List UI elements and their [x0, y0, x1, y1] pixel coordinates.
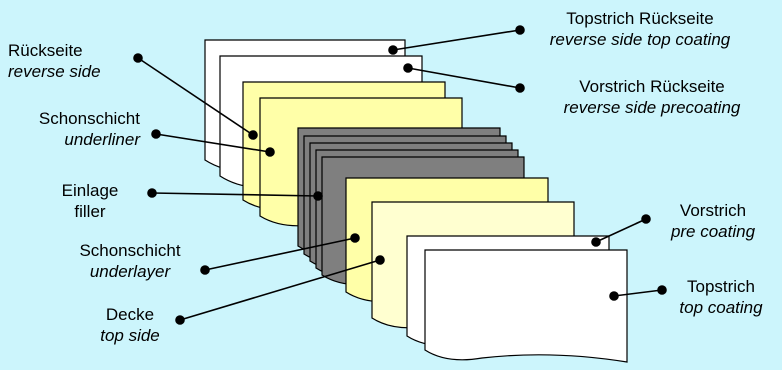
leader-underliner	[155, 133, 271, 153]
label-top-side: Decke top side	[100, 305, 160, 345]
leader-pre-coating	[595, 218, 647, 243]
leader-reverse-top-coating	[392, 29, 521, 51]
leader-top-side	[179, 259, 381, 321]
label-reverse-top-coating: Topstrich Rückseite reverse side top coa…	[549, 9, 731, 49]
leader-top-coating	[613, 289, 663, 297]
label-reverse-precoating: Vorstrich Rückseite reverse side precoat…	[563, 77, 741, 117]
leader-underlayer	[204, 237, 356, 271]
label-filler: Einlage filler	[61, 181, 119, 221]
label-underlayer: Schonschicht underlayer	[79, 241, 181, 281]
label-underliner: Schonschicht underliner	[38, 109, 140, 149]
leader-filler	[151, 192, 319, 197]
sheet-top-coating	[424, 249, 628, 363]
leader-reverse-precoating	[407, 67, 521, 89]
label-top-coating: Topstrich top coating	[679, 277, 763, 317]
leader-reverse-side	[137, 57, 254, 136]
label-pre-coating: Vorstrich pre coating	[670, 201, 756, 241]
label-reverse-side: Rückseite reverse side	[8, 41, 101, 81]
